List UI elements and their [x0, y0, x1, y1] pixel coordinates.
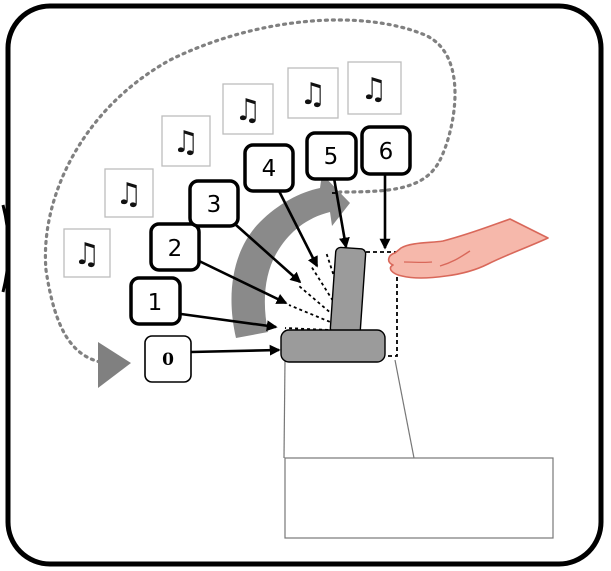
- music-note-icon: ♫: [348, 62, 401, 114]
- stage-label-4: 4: [245, 145, 293, 191]
- stage-label-0: 0: [145, 336, 191, 382]
- stage-label-6: 6: [362, 127, 410, 174]
- music-note-icon: ♫: [105, 169, 153, 217]
- key-pressed: [281, 330, 385, 362]
- svg-text:0: 0: [162, 350, 174, 370]
- svg-text:♫: ♫: [116, 177, 143, 212]
- svg-text:1: 1: [148, 290, 163, 316]
- svg-text:5: 5: [324, 144, 339, 170]
- svg-text:♫: ♫: [173, 125, 200, 160]
- svg-text:6: 6: [379, 139, 394, 165]
- stage-label-1: 1: [131, 278, 180, 324]
- stage-label-3: 3: [190, 181, 238, 226]
- svg-text:♫: ♫: [235, 93, 262, 128]
- key-raised: [330, 247, 366, 335]
- music-note-icon: ♫: [223, 84, 273, 134]
- svg-text:♫: ♫: [361, 72, 388, 107]
- svg-text:2: 2: [168, 236, 183, 262]
- stage-label-2: 2: [151, 224, 199, 270]
- stage-label-5: 5: [307, 133, 356, 179]
- music-note-icon: ♫: [162, 116, 210, 166]
- music-note-icon: ♫: [64, 229, 110, 277]
- music-note-icon: ♫: [288, 68, 338, 118]
- svg-text:3: 3: [207, 192, 222, 218]
- svg-text:♫: ♫: [74, 237, 101, 272]
- svg-text:♫: ♫: [300, 77, 327, 112]
- svg-text:4: 4: [262, 156, 277, 182]
